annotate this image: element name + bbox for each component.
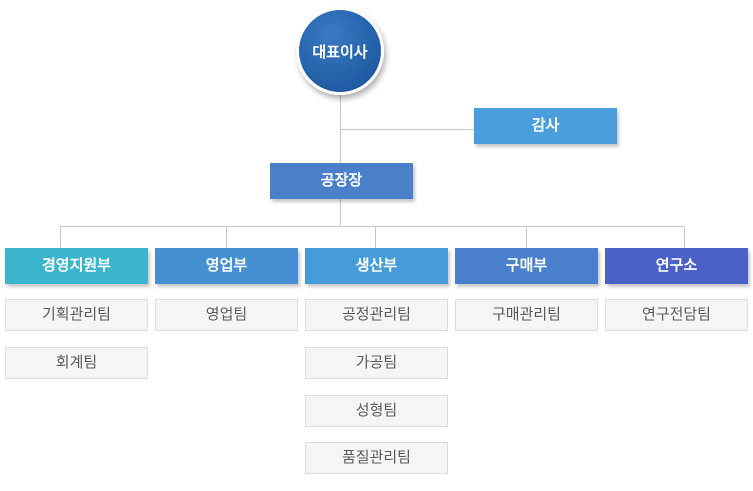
connector-manager-down (340, 199, 341, 226)
connector-drop-dept1 (60, 226, 61, 248)
team-molding: 성형팀 (305, 395, 448, 427)
team-accounting: 회계팀 (5, 347, 148, 379)
dept-sales: 영업부 (155, 248, 298, 284)
ceo-node: 대표이사 (296, 7, 384, 95)
team-machining: 가공팀 (305, 347, 448, 379)
team-research-dedicated: 연구전담팀 (605, 299, 748, 331)
team-quality-management: 품질관리팀 (305, 442, 448, 474)
team-purchase-management: 구매관리팀 (455, 299, 598, 331)
connector-drop-dept3 (375, 226, 376, 248)
dept-research: 연구소 (605, 248, 748, 284)
team-sales: 영업팀 (155, 299, 298, 331)
team-planning-management: 기획관리팀 (5, 299, 148, 331)
connector-drop-dept5 (684, 226, 685, 248)
factory-manager-node: 공장장 (270, 163, 413, 199)
dept-production: 생산부 (305, 248, 448, 284)
dept-purchasing: 구매부 (455, 248, 598, 284)
connector-drop-dept4 (526, 226, 527, 248)
team-process-management: 공정관리팀 (305, 299, 448, 331)
auditor-node: 감사 (474, 108, 617, 144)
connector-departments-horizontal (60, 226, 685, 227)
connector-drop-dept2 (226, 226, 227, 248)
dept-management-support: 경영지원부 (5, 248, 148, 284)
connector-to-auditor (340, 129, 474, 130)
